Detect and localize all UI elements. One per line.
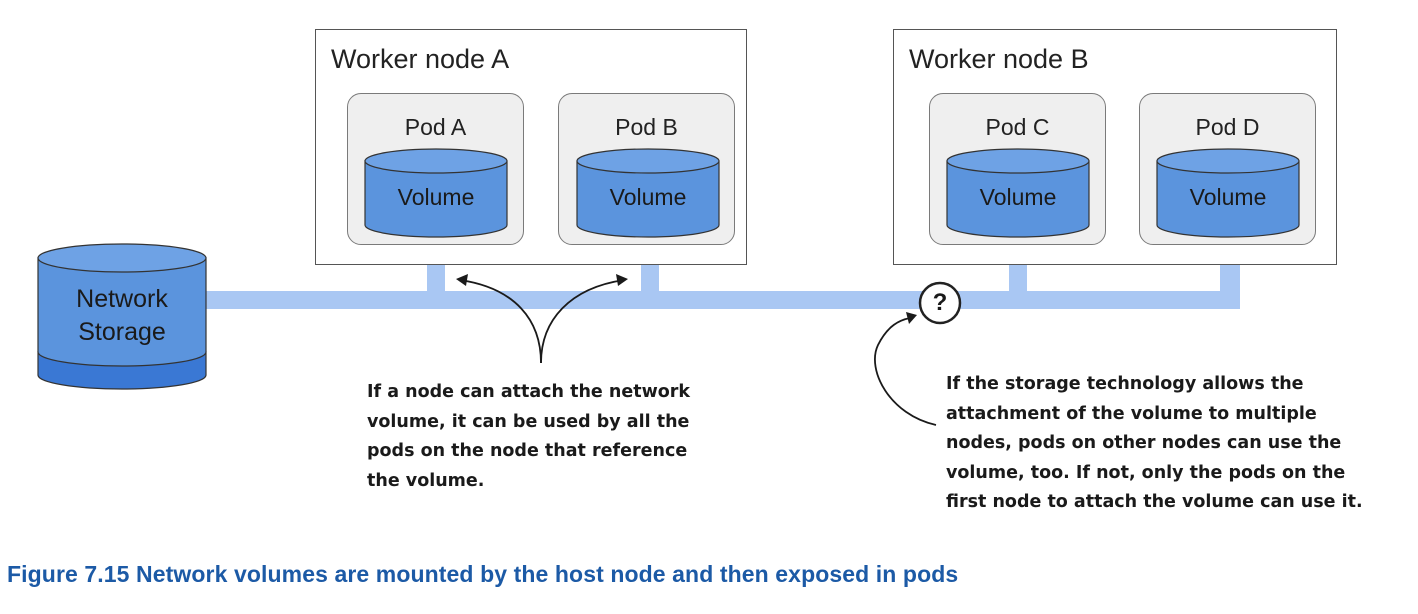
- volume-label-pod-d: Volume: [1189, 184, 1267, 210]
- volume-cylinder-pod-a: [364, 148, 508, 238]
- note-right-line: volume, too. If not, only the pods on th…: [946, 462, 1346, 483]
- left-note-arrows: [459, 279, 625, 364]
- worker-node-a-title: Worker node A: [331, 44, 510, 74]
- note-left-line: pods on the node that reference: [367, 441, 688, 461]
- network-storage-cylinder: [37, 243, 207, 390]
- question-marker-circle: [918, 281, 962, 325]
- right-note-arrowhead: [906, 312, 917, 324]
- pod-d-title: Pod D: [1195, 114, 1260, 140]
- question-marker-label: ?: [932, 289, 948, 316]
- main-connector-line: [195, 291, 1240, 309]
- note-right-line: first node to attach the volume can use …: [946, 492, 1363, 512]
- volume-cylinder-pod-d: [1156, 148, 1300, 238]
- network-storage-label-line1: Network: [76, 285, 168, 313]
- note-left-line: volume, it can be used by all the: [367, 411, 690, 432]
- note-right-line: If the storage technology allows the: [946, 374, 1304, 394]
- worker-node-b-title: Worker node B: [909, 44, 1089, 74]
- note-left-line: If a node can attach the network: [367, 382, 691, 402]
- left-note-arrowheads: [456, 274, 628, 286]
- pod-b-title: Pod B: [615, 114, 678, 140]
- note-right-line: nodes, pods on other nodes can use the: [946, 433, 1342, 453]
- note-right: If the storage technology allows the att…: [946, 370, 1363, 518]
- volume-label-pod-b: Volume: [609, 184, 687, 210]
- note-left: If a node can attach the network volume,…: [367, 378, 690, 496]
- note-left-line: the volume.: [367, 470, 485, 491]
- network-storage-label-line2: Storage: [78, 318, 166, 346]
- volume-label-pod-c: Volume: [979, 184, 1057, 210]
- volume-label-pod-a: Volume: [397, 184, 475, 210]
- network-storage-label: Network Storage: [38, 283, 206, 349]
- pod-c-title: Pod C: [985, 114, 1050, 140]
- volume-cylinder-pod-b: [576, 148, 720, 238]
- note-right-line: attachment of the volume to multiple: [946, 403, 1317, 424]
- figure-caption: Figure 7.15 Network volumes are mounted …: [7, 561, 959, 587]
- pod-a-title: Pod A: [404, 114, 467, 140]
- volume-cylinder-pod-c: [946, 148, 1090, 238]
- right-note-arrow: [874, 317, 937, 426]
